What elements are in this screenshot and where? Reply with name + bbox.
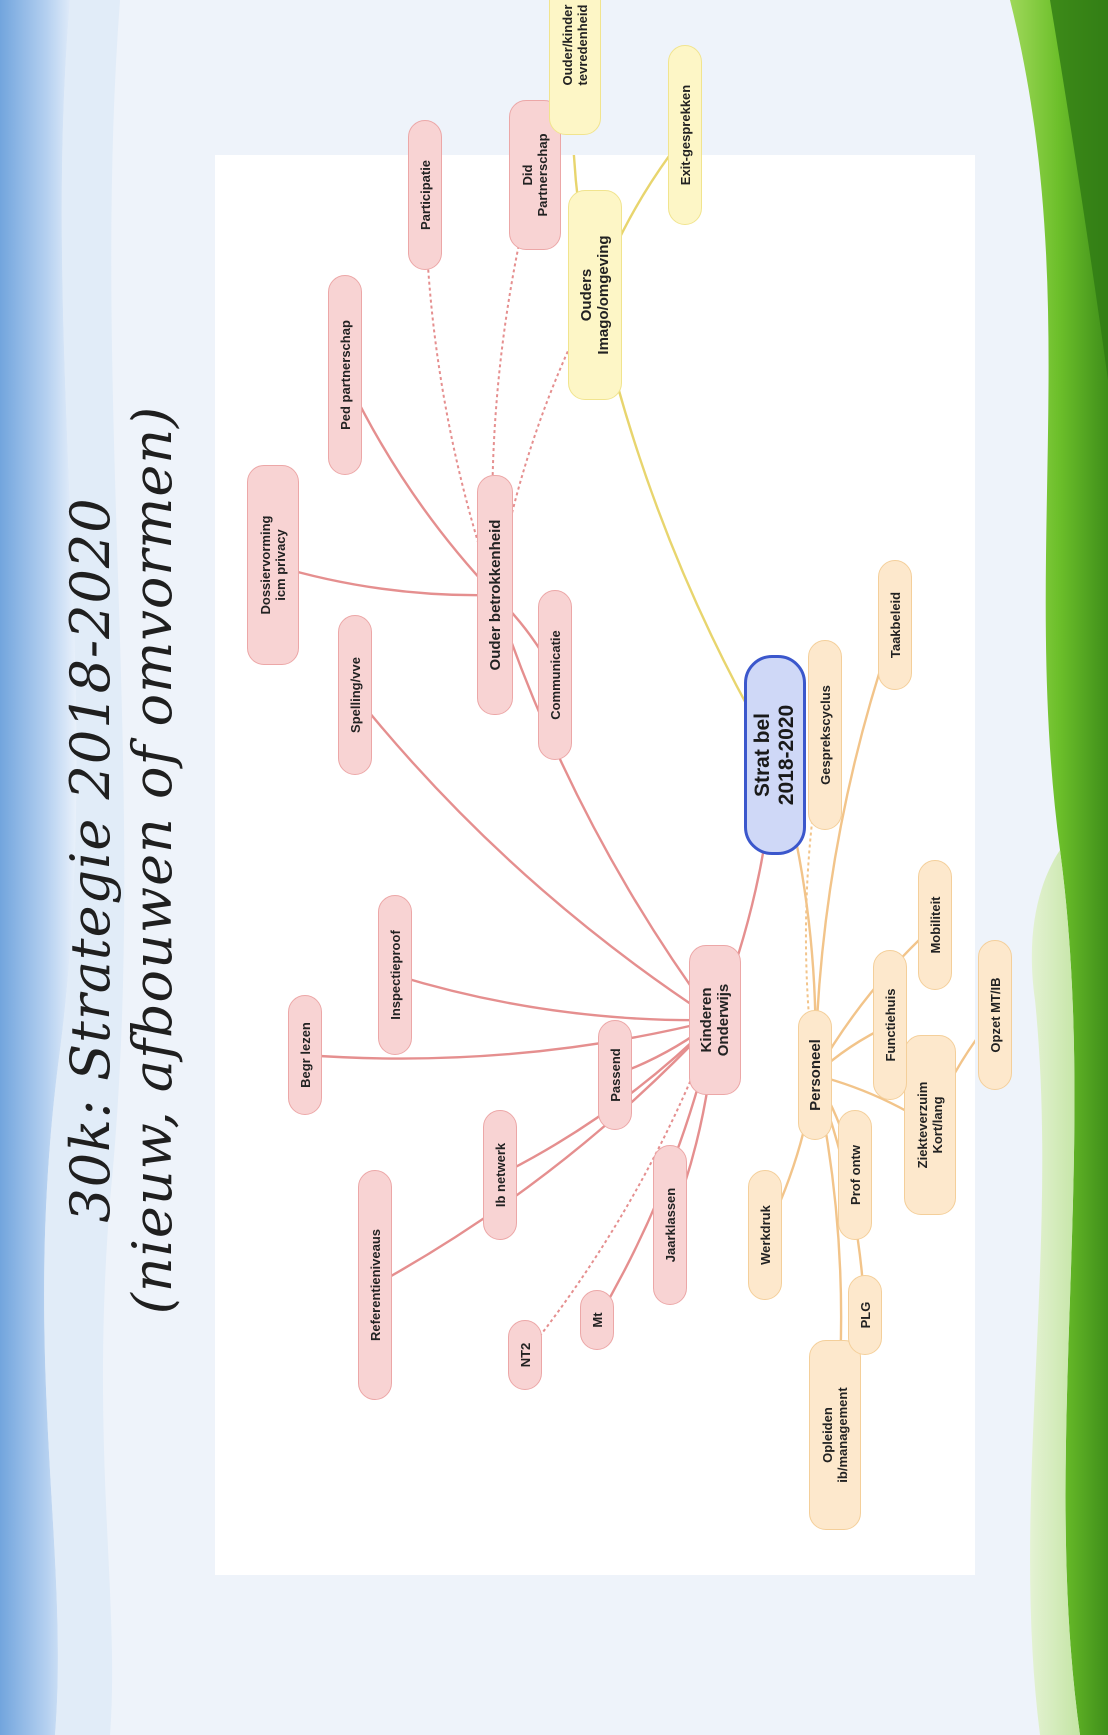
- mindmap-node-gesprek: Gesprekscyclus: [808, 640, 842, 830]
- connector-pedpart: [343, 374, 496, 596]
- mindmap-node-ibnetwerk: Ib netwerk: [483, 1110, 517, 1240]
- blue-wave-left: [0, 0, 77, 1735]
- mindmap-node-jaarklassen: Jaarklassen: [653, 1145, 687, 1305]
- connector-ouderbetr: [493, 594, 716, 1021]
- connector-spelling: [354, 694, 716, 1022]
- mindmap-node-dossier: Dossiervorming icm privacy: [247, 465, 299, 665]
- green-wave-right: [1010, 0, 1108, 1735]
- mindmap-node-ouderbetr: Ouder betrokkenheid: [477, 475, 513, 715]
- mindmap-node-mt: Mt: [580, 1290, 614, 1350]
- mindmap-node-plg: PLG: [848, 1275, 882, 1355]
- mindmap-node-begr: Begr lezen: [288, 995, 322, 1115]
- mindmap-node-participatie: Participatie: [408, 120, 442, 270]
- connector-dossier: [272, 563, 496, 597]
- mindmap-node-root: Strat bel 2018-2020: [744, 655, 806, 855]
- mindmap-node-kinderen: Kinderen Onderwijs: [689, 945, 741, 1095]
- title-line-1: 30k: Strategie 2018-2020: [59, 497, 122, 1223]
- mindmap-node-passend: Passend: [598, 1020, 632, 1130]
- mindmap-node-functiehuis: Functiehuis: [873, 950, 907, 1100]
- connector-referentie: [374, 1019, 716, 1287]
- mindmap-node-ziekte: Ziekteverzuim Kort/lang: [904, 1035, 956, 1215]
- mindmap-node-werkdruk: Werkdruk: [748, 1170, 782, 1300]
- mindmap-node-opzet: Opzet MT/IB: [978, 940, 1012, 1090]
- mindmap-node-mobiliteit: Mobiliteit: [918, 860, 952, 990]
- mindmap-node-communicatie: Communicatie: [538, 590, 572, 760]
- title-line-2: (nieuw, afbouwen of omvormen): [121, 405, 184, 1315]
- mindmap-node-pedpart: Ped partnerschap: [328, 275, 362, 475]
- mindmap-node-opleiden: Opleiden ib/management: [809, 1340, 861, 1530]
- mindmap-node-taakbeleid: Taakbeleid: [878, 560, 912, 690]
- green-wave-right-pale: [1030, 850, 1080, 1735]
- connector-inspectie: [394, 973, 716, 1022]
- mindmap-node-ouders: Ouders Imago/omgeving: [568, 190, 622, 400]
- mindmap-node-profontw: Prof ontw: [838, 1110, 872, 1240]
- mindmap-node-referentie: Referentieniveaus: [358, 1170, 392, 1400]
- connector-nt2: [524, 1019, 716, 1356]
- connector-begr: [304, 1018, 716, 1060]
- blue-wave-left-light: [44, 0, 125, 1735]
- mindmap-node-spelling: Spelling/vve: [338, 615, 372, 775]
- mindmap-node-nt2: NT2: [508, 1320, 542, 1390]
- green-wave-right-dark: [1050, 0, 1108, 380]
- mindmap-node-inspectie: Inspectieproof: [378, 895, 412, 1055]
- slide-title: 30k: Strategie 2018-2020 (nieuw, afbouwe…: [59, 135, 184, 1585]
- mindmap-node-tevreden: Ouder/kinder tevredenheid: [549, 0, 601, 135]
- mindmap-node-exit: Exit-gesprekken: [668, 45, 702, 225]
- mindmap-node-personeel: Personeel: [798, 1010, 832, 1140]
